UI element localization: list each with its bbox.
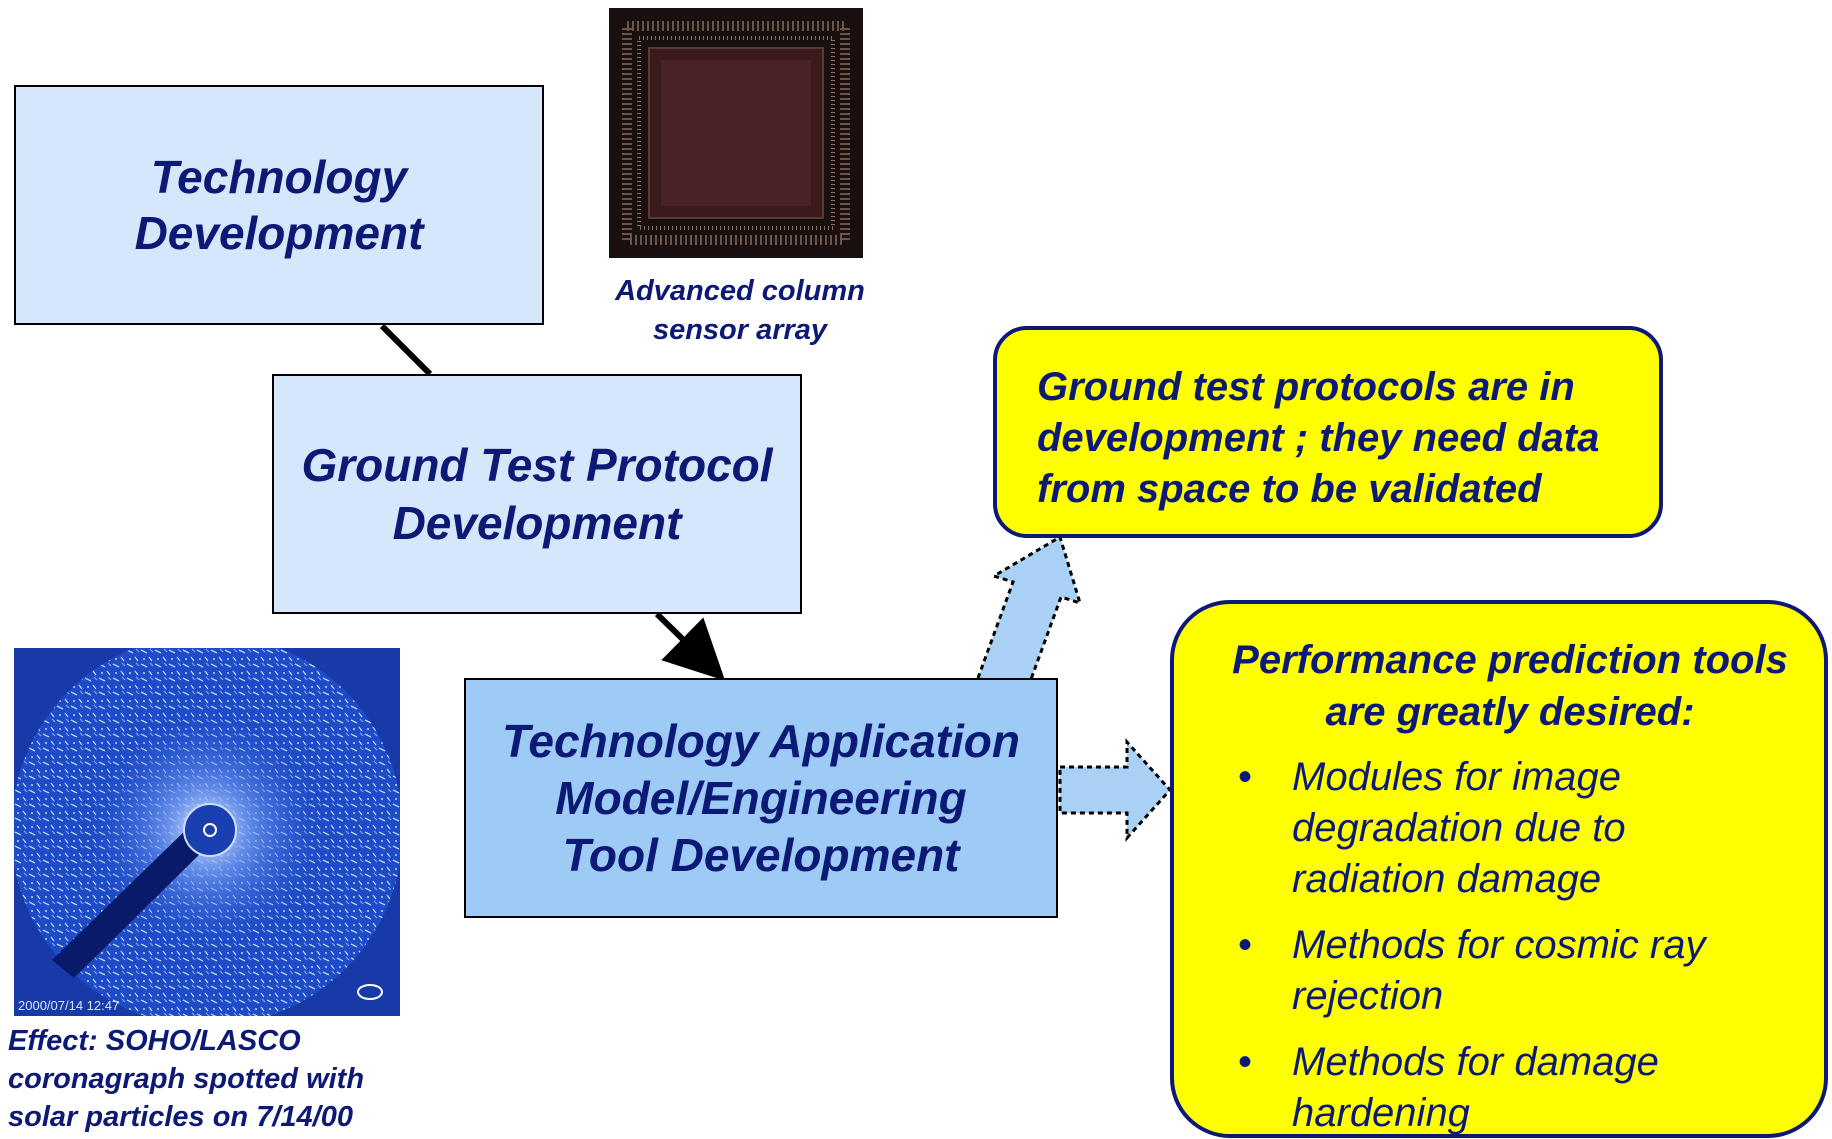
callout-title: Performance prediction tools are greatly… bbox=[1204, 634, 1816, 738]
box-line: Technology Application bbox=[502, 714, 1020, 767]
callout-title-line: Performance prediction tools bbox=[1232, 638, 1788, 682]
list-item-line: Methods for damage bbox=[1292, 1040, 1659, 1084]
box-line: Development bbox=[134, 207, 424, 259]
list-item-line: rejection bbox=[1292, 974, 1444, 1018]
caption-line: sensor array bbox=[652, 314, 828, 346]
list-item-line: Methods for cosmic ray bbox=[1292, 923, 1706, 967]
box-line: Tool Development bbox=[562, 828, 960, 881]
connector-tech-to-ground bbox=[379, 323, 433, 377]
soho-caption: Effect: SOHO/LASCO coronagraph spotted w… bbox=[8, 1022, 428, 1136]
caption-line: Advanced column bbox=[615, 275, 865, 307]
bullet-dot: • bbox=[1238, 923, 1253, 967]
block-arrow-up bbox=[976, 534, 1083, 695]
caption-line: coronagraph spotted with bbox=[8, 1063, 365, 1095]
callout-title-line: are greatly desired: bbox=[1325, 690, 1695, 734]
list-item-line: degradation due to bbox=[1292, 806, 1626, 850]
caption-line: Effect: SOHO/LASCO bbox=[8, 1025, 301, 1057]
bullet-dot: • bbox=[1238, 1040, 1253, 1084]
box-line: Development bbox=[392, 497, 682, 549]
ground-test-protocol-box: Ground Test Protocol Development bbox=[272, 374, 802, 614]
sensor-caption: Advanced column sensor array bbox=[580, 272, 900, 350]
callout-line: from space to be validated bbox=[1037, 467, 1542, 511]
soho-coronagraph-image: 2000/07/14 12:47 bbox=[14, 648, 400, 1016]
list-item-text: Methods for cosmic ray rejection bbox=[1292, 920, 1705, 1022]
caption-line: solar particles on 7/14/00 bbox=[8, 1101, 353, 1133]
list-item: • Methods for cosmic ray rejection bbox=[1204, 920, 1816, 1022]
soho-timestamp: 2000/07/14 12:47 bbox=[18, 998, 119, 1013]
list-item: • Methods for damage hardening bbox=[1204, 1037, 1816, 1139]
list-item-line: hardening bbox=[1292, 1091, 1470, 1135]
list-item-text: Methods for damage hardening bbox=[1292, 1037, 1659, 1139]
sensor-array-photo bbox=[609, 8, 863, 258]
technology-application-box: Technology Application Model/Engineering… bbox=[464, 678, 1058, 918]
list-item-line: radiation damage bbox=[1292, 857, 1602, 901]
bullet-list: • Modules for image degradation due to r… bbox=[1204, 752, 1816, 1139]
box-line: Technology bbox=[150, 151, 408, 203]
list-item-line: Modules for image bbox=[1292, 755, 1622, 799]
technology-development-box: Technology Development bbox=[14, 85, 544, 325]
arrow-ground-to-application bbox=[654, 611, 726, 681]
bullet-dot: • bbox=[1238, 755, 1253, 799]
block-arrow-right bbox=[1058, 738, 1173, 842]
ground-test-callout: Ground test protocols are in development… bbox=[993, 326, 1663, 538]
list-item: • Modules for image degradation due to r… bbox=[1204, 752, 1816, 905]
box-line: Ground Test Protocol bbox=[301, 439, 773, 491]
callout-line: Ground test protocols are in bbox=[1037, 365, 1575, 409]
performance-prediction-callout: Performance prediction tools are greatly… bbox=[1170, 600, 1828, 1138]
box-line: Model/Engineering bbox=[555, 771, 967, 824]
list-item-text: Modules for image degradation due to rad… bbox=[1292, 752, 1626, 905]
callout-line: development ; they need data bbox=[1037, 416, 1600, 460]
